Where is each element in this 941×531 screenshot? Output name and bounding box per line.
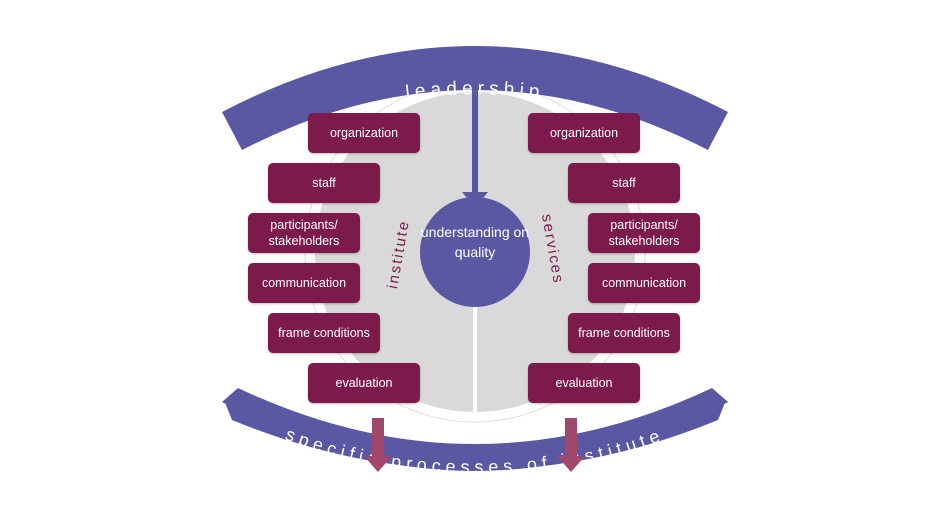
services-communication-box: communication <box>588 263 700 303</box>
leadership-arrow-down-head <box>462 192 488 208</box>
services-evaluation-box: evaluation <box>528 363 640 403</box>
right-down-arrow-head <box>557 456 585 472</box>
services-staff-box: staff <box>568 163 680 203</box>
institute-frame-conditions-box: frame conditions <box>268 313 380 353</box>
services-participants-box: participants/ stakeholders <box>588 213 700 253</box>
specific-processes-arc-body <box>224 400 726 470</box>
leadership-arrow-up-head <box>462 52 488 68</box>
center-label: understanding on quality <box>420 224 530 260</box>
institute-organization-box: organization <box>308 113 420 153</box>
specific-processes-arc <box>222 388 728 471</box>
center-circle <box>420 197 530 307</box>
institute-communication-box: communication <box>248 263 360 303</box>
services-organization-box: organization <box>528 113 640 153</box>
left-down-arrow-shaft <box>372 418 384 458</box>
institute-evaluation-box: evaluation <box>308 363 420 403</box>
right-down-arrow-shaft <box>565 418 577 458</box>
institute-participants-box: participants/ stakeholders <box>248 213 360 253</box>
institute-staff-box: staff <box>268 163 380 203</box>
services-frame-conditions-box: frame conditions <box>568 313 680 353</box>
left-down-arrow-head <box>364 456 392 472</box>
leadership-arc <box>222 46 728 150</box>
